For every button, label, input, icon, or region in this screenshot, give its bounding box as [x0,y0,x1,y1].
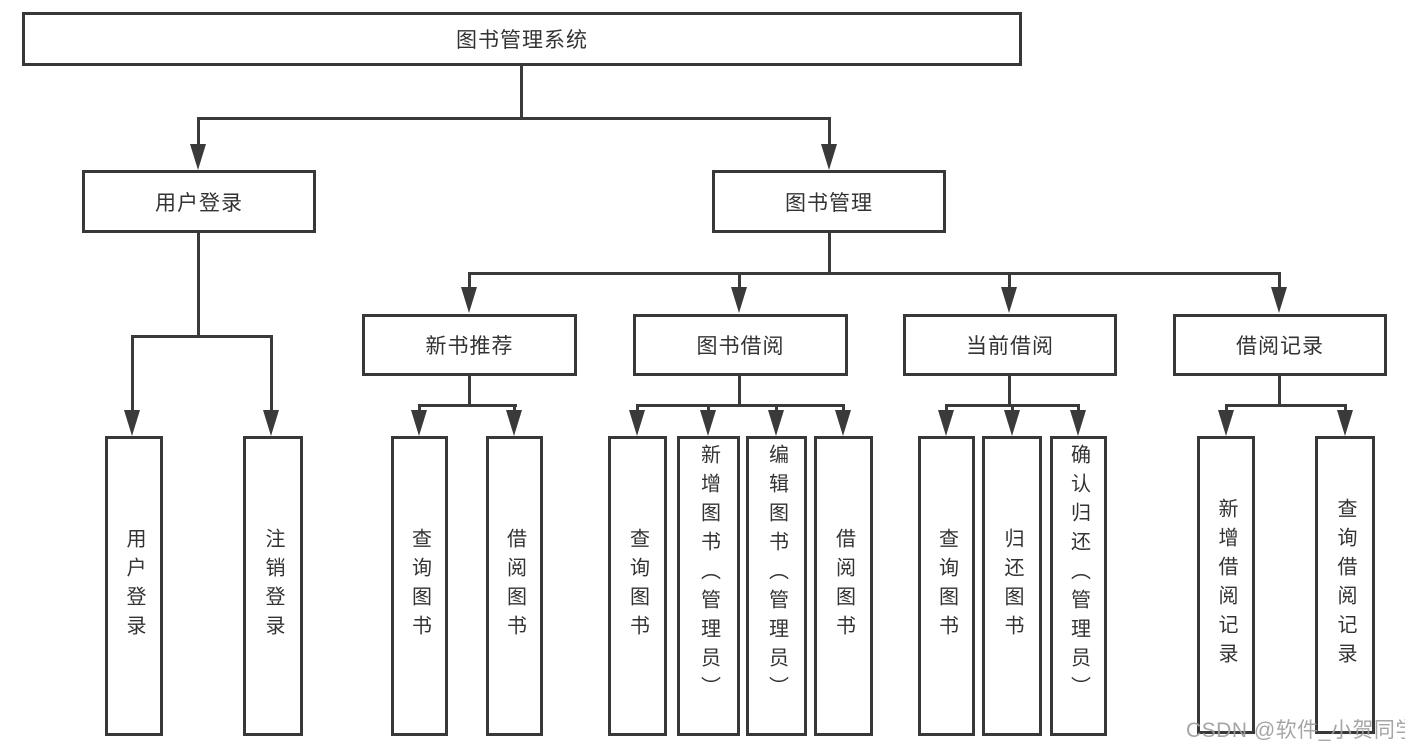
edge-new-book-rail [418,404,517,407]
arrowhead-current-borrow [1001,287,1017,313]
node-user-login: 用户登录 [82,170,316,233]
edge-drop [1077,404,1080,414]
edge-drop [842,404,845,414]
node-borrow-record: 借阅记录 [1173,314,1387,376]
leaf-add-book-admin: 新增图书（管理员） [677,436,740,736]
edge-book-management-rail [468,272,1281,275]
edge-current-borrow-stem [1008,376,1011,407]
edge-drop [1011,404,1014,414]
arrowhead-user-login [190,144,206,170]
edge-root-rail [197,117,831,120]
arrowhead [1218,410,1234,436]
arrowhead-logout [263,410,279,436]
leaf-logout: 注销登录 [243,436,303,736]
csdn-watermark: CSDN @软件_小贺同学 [1186,719,1405,742]
node-current-borrow: 当前借阅 [903,314,1117,376]
arrowhead [700,410,716,436]
leaf-borrow-book-recommend: 借阅图书 [486,436,543,736]
edge-book-borrow-stem [738,376,741,407]
leaf-query-book-recommend: 查询图书 [391,436,448,736]
edge-drop-new-book [468,272,471,292]
edge-borrow-record-rail [1225,404,1346,407]
edge-drop [1344,404,1347,414]
leaf-return-book: 归还图书 [982,436,1042,736]
arrowhead-book-borrow [731,287,747,313]
arrowhead-borrow-record [1271,287,1287,313]
arrowhead [629,410,645,436]
edge-drop-current-borrow [1008,272,1011,292]
arrowhead [506,410,522,436]
edge-drop-borrow-record [1278,272,1281,292]
leaf-borrow-book: 借阅图书 [814,436,873,736]
leaf-confirm-return-admin: 确认归还（管理员） [1050,436,1107,736]
node-book-management: 图书管理 [712,170,946,233]
edge-root-stem [520,65,523,119]
edge-drop [513,404,516,414]
edge-user-login-rail [131,335,273,338]
edge-new-book-stem [468,376,471,407]
leaf-edit-book-admin: 编辑图书（管理员） [746,436,807,736]
node-library-management-system: 图书管理系统 [22,12,1022,66]
leaf-user-login: 用户登录 [105,436,163,736]
edge-book-borrow-rail [636,404,845,407]
edge-drop [775,404,778,414]
edge-drop [636,404,639,414]
edge-drop-login [131,335,134,413]
edge-drop [945,404,948,414]
edge-drop-book-borrow [738,272,741,292]
leaf-add-borrow-record: 新增借阅记录 [1197,436,1255,734]
arrowhead-book-management [821,144,837,170]
edge-borrow-record-stem [1278,376,1281,407]
edge-drop-user-login [197,117,200,147]
leaf-query-borrow-record: 查询借阅记录 [1315,436,1375,734]
arrowhead [1337,410,1353,436]
edge-drop [1225,404,1228,414]
edge-drop [418,404,421,414]
arrowhead [411,410,427,436]
edge-book-management-stem [828,233,831,274]
edge-user-login-stem [197,233,200,337]
edge-drop-logout [270,335,273,413]
arrowhead [938,410,954,436]
edge-drop-book-management [828,117,831,147]
arrowhead [1004,410,1020,436]
leaf-query-book-borrow: 查询图书 [608,436,667,736]
arrowhead-login [124,410,140,436]
arrowhead [1070,410,1086,436]
edge-drop [707,404,710,414]
arrowhead-new-book [461,287,477,313]
node-book-borrow: 图书借阅 [633,314,848,376]
arrowhead [768,410,784,436]
node-new-book-recommend: 新书推荐 [362,314,577,376]
arrowhead [835,410,851,436]
leaf-query-book-current: 查询图书 [918,436,975,736]
